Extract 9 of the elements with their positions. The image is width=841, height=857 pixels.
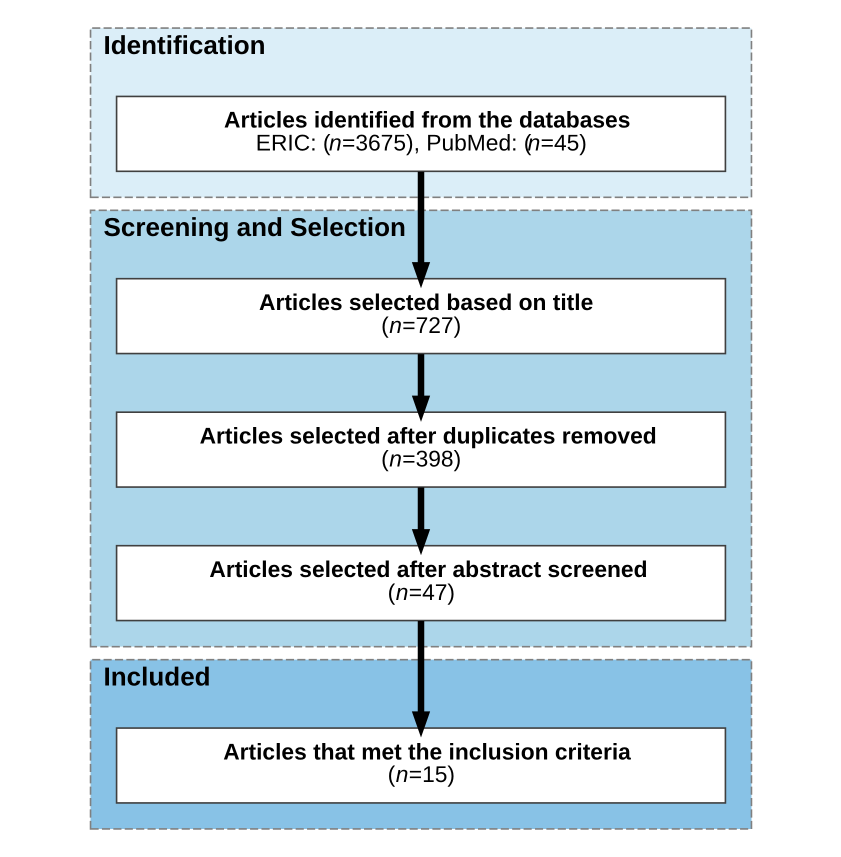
node-box: Articles identified from the databases ERIC: (n=3675), PubMed: (n=45) <box>115 96 726 172</box>
node-box: Articles selected after duplicates removed (n=398) <box>115 411 726 488</box>
node-box: Articles selected based on title (n=727) <box>115 278 726 354</box>
arrow <box>411 621 430 738</box>
arrow <box>411 354 430 422</box>
arrow <box>411 488 430 556</box>
node-box: Articles that met the inclusion criteria (n=15) <box>115 727 726 804</box>
node-box: Articles selected after abstract screened (n=47) <box>115 544 726 622</box>
arrow <box>411 172 430 288</box>
